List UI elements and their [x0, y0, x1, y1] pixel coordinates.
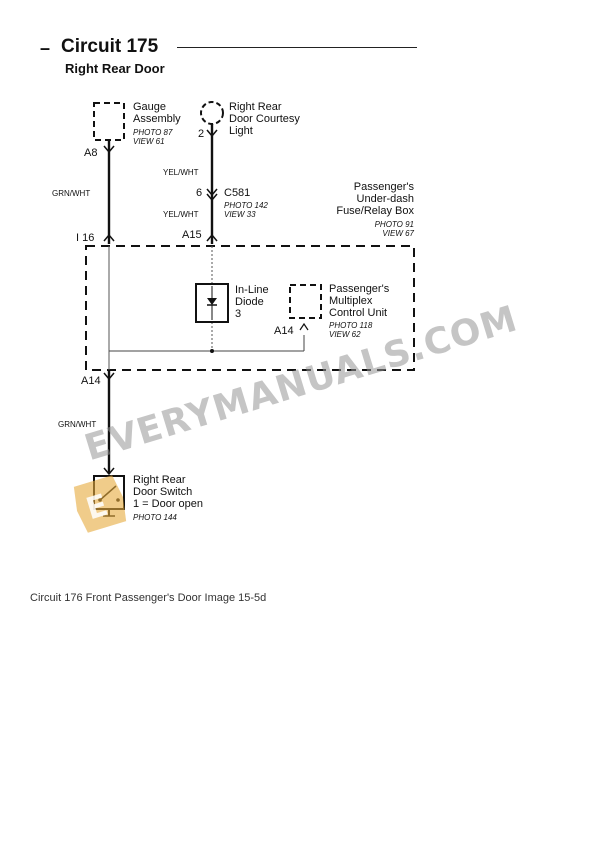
switch-name-line1: Right Rear	[133, 474, 186, 486]
fuse-box-photo: PHOTO 91	[374, 220, 414, 229]
diode-name-line3: 3	[235, 308, 242, 320]
page-title: Circuit 175	[61, 36, 159, 57]
wire-color-grn-wht-1: GRN/WHT	[52, 189, 91, 198]
c581-pin: 6	[196, 187, 203, 199]
multiplex-name-line2: Multiplex	[329, 295, 373, 307]
light-name-line2: Door Courtesy	[229, 113, 300, 125]
gauge-name-line1: Gauge	[133, 101, 167, 113]
switch-name-line3: 1 = Door open	[133, 498, 204, 510]
page-subtitle: Right Rear Door	[65, 61, 165, 76]
gauge-view: VIEW 61	[133, 137, 165, 146]
light-name-line1: Right Rear	[229, 101, 282, 113]
diode-name-line2: Diode	[235, 296, 264, 308]
light-pin-mark	[206, 129, 218, 138]
multiplex-name-line1: Passenger's	[329, 283, 390, 295]
wire-color-yel-wht-2: YEL/WHT	[163, 210, 199, 219]
fuse-box-name-line1: Passenger's	[353, 181, 414, 193]
pin-a8: A8	[84, 147, 98, 159]
switch-pin-mark	[103, 467, 115, 476]
multiplex-pin-arrow	[299, 322, 309, 331]
diode-triangle	[207, 298, 217, 305]
light-name-line3: Light	[229, 125, 253, 137]
fuse-box-name-line3: Fuse/Relay Box	[336, 205, 414, 217]
a8-connector-mark	[103, 145, 115, 154]
wire-color-yel-wht-1: YEL/WHT	[163, 168, 199, 177]
switch-name-line2: Door Switch	[133, 486, 193, 498]
fuse-box-name-line2: Under-dash	[356, 193, 414, 205]
gauge-photo: PHOTO 87	[133, 128, 173, 137]
courtesy-light-symbol	[200, 101, 224, 125]
in-line-diode-box	[195, 283, 229, 323]
c581-mark-a	[206, 188, 218, 197]
multiplex-photo: PHOTO 118	[329, 321, 373, 330]
image-caption: Circuit 176 Front Passenger's Door Image…	[30, 592, 267, 604]
pin-a15: A15	[182, 229, 202, 241]
watermark-logo-icon: E	[73, 475, 127, 533]
switch-photo: PHOTO 144	[133, 513, 177, 522]
c581-name: C581	[224, 187, 251, 199]
multiplex-name-line3: Control Unit	[329, 307, 388, 319]
pin-i16: I 16	[76, 232, 95, 244]
c581-mark-b	[206, 193, 218, 202]
multiplex-pin: A14	[274, 325, 294, 337]
pin-a14: A14	[81, 375, 101, 387]
light-pin: 2	[198, 128, 205, 140]
a15-arrow	[206, 233, 218, 242]
title-dash: –	[40, 38, 51, 58]
c581-photo: PHOTO 142	[224, 201, 268, 210]
fuse-box-view: VIEW 67	[382, 229, 414, 238]
multiplex-view: VIEW 62	[329, 330, 361, 339]
c581-view: VIEW 33	[224, 210, 256, 219]
splice-dot	[210, 349, 214, 353]
wire-color-grn-wht-2: GRN/WHT	[58, 420, 97, 429]
gauge-name-line2: Assembly	[133, 113, 181, 125]
diode-name-line1: In-Line	[235, 284, 269, 296]
gauge-assembly-box	[93, 102, 125, 141]
i16-arrow	[103, 233, 115, 242]
fuse-relay-box-outline	[85, 245, 415, 371]
multiplex-unit-box	[289, 284, 322, 319]
title-rule	[177, 47, 417, 48]
